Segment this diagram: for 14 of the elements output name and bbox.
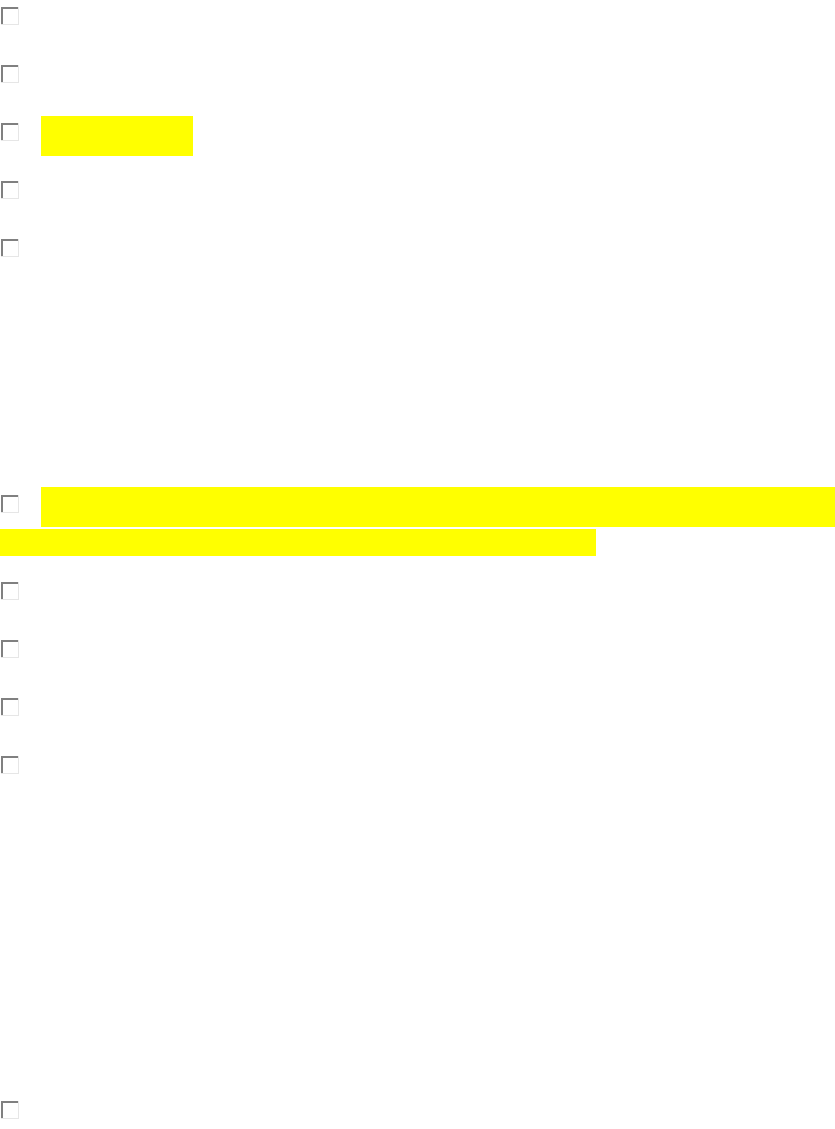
highlight-bar: [0, 529, 596, 556]
checkbox: [1, 495, 19, 513]
checkbox: [1, 65, 19, 83]
checkbox: [1, 181, 19, 199]
highlight-bar: [41, 487, 835, 527]
highlight-bar: [41, 116, 193, 156]
checkbox: [1, 640, 19, 658]
checkbox: [1, 698, 19, 716]
checkbox: [1, 582, 19, 600]
checkbox: [1, 1101, 19, 1119]
checkbox: [1, 7, 19, 25]
checkbox: [1, 239, 19, 257]
checkbox: [1, 756, 19, 774]
checkbox: [1, 123, 19, 141]
